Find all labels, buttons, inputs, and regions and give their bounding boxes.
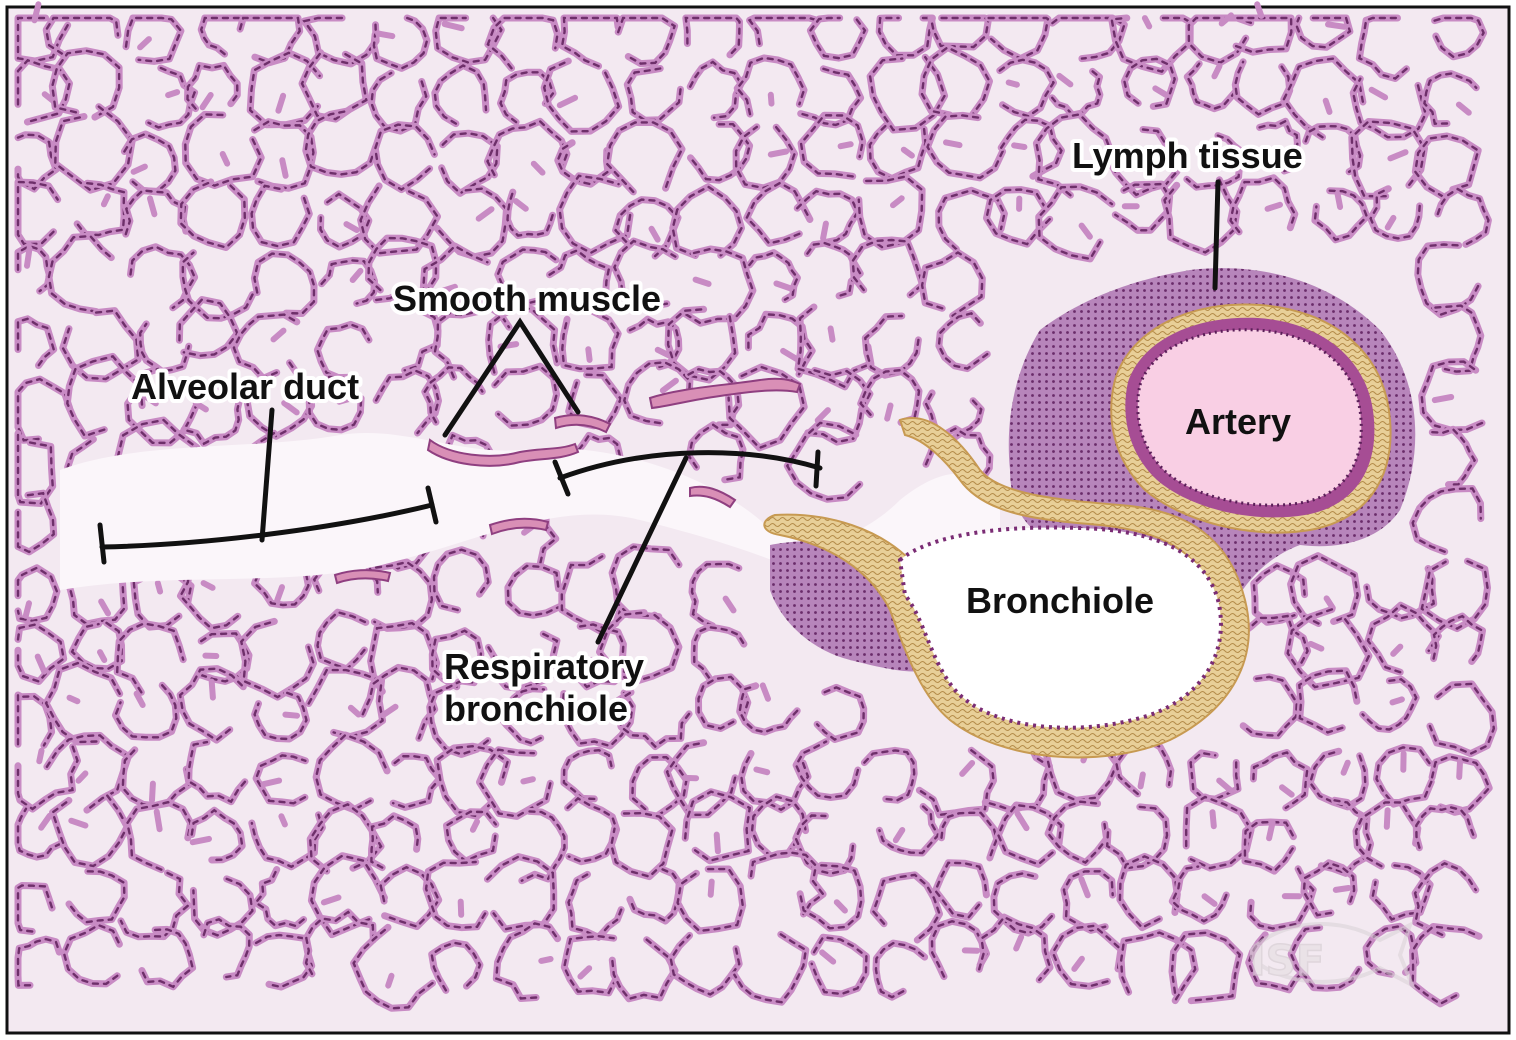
alveolar-septum-spur [1268, 205, 1280, 209]
label-bronchiole: Bronchiole [966, 580, 1154, 621]
alveolar-septum-spur [168, 92, 177, 95]
alveolar-septum-spur [823, 224, 826, 239]
alveolar-septum-spur [1435, 397, 1451, 400]
lymph-tissue-leader [1215, 182, 1218, 288]
alveolar-septum-spur [771, 152, 786, 155]
alveolar-septum-spur [1014, 145, 1024, 147]
alveolar-septum-spur [26, 603, 29, 616]
alveolar-septum-spur [27, 249, 30, 266]
alveolar-septum-spur [281, 816, 285, 824]
alveolar-septum-spur [1387, 810, 1388, 827]
alveolar-septum-spur [946, 142, 960, 145]
alveolar-septum-spur [461, 902, 462, 915]
alveolar-septum-spur [756, 770, 767, 773]
alveolar-septum-spur [388, 976, 391, 986]
alveolar-septum-spur [193, 839, 209, 842]
alveolar-septum-spur [158, 583, 160, 591]
alveolar-septum-spur [1269, 822, 1273, 838]
alveolar-septum-spur [263, 781, 279, 785]
alveolar-septum-spur [223, 154, 228, 164]
alveolar-septum-spur [473, 822, 477, 830]
alveolar-septum-spur [35, 4, 39, 20]
alveolar-septum-spur [696, 280, 709, 284]
alveolar-septum-spur [1344, 763, 1348, 773]
alveolar-septum-spur [887, 406, 890, 419]
alveolar-septum-spur [841, 144, 851, 146]
alveolar-septum-spur [1336, 888, 1349, 890]
label-respiratory-bronchiole-line1: Respiratory [444, 646, 644, 687]
label-artery: Artery [1185, 401, 1291, 442]
alveolar-septum-spur [771, 95, 772, 104]
label-lymph-tissue: Lymph tissue [1072, 135, 1303, 176]
alveolar-septum-spur [523, 779, 533, 781]
alveolar-septum-spur [100, 652, 104, 660]
alveolar-septum-spur [282, 160, 285, 176]
alveolar-septum-spur [70, 698, 78, 702]
alveolar-septum-spur [285, 715, 297, 716]
label-smooth-muscle: Smooth muscle [393, 278, 661, 319]
alveolar-septum-spur [541, 959, 550, 961]
alveolar-septum-spur [588, 349, 589, 360]
alveolar-septum-spur [711, 882, 712, 895]
alveolar-septum-spur [1213, 812, 1214, 826]
label-respiratory-bronchiole-line2: bronchiole [444, 688, 628, 729]
watermark-text: ISF [1250, 936, 1325, 985]
alveolar-septum-spur [1459, 762, 1460, 777]
alveolar-septum-spur [204, 583, 213, 588]
label-alveolar-duct: Alveolar duct [131, 366, 359, 407]
alveolar-septum-spur [150, 198, 154, 214]
alveolar-septum-spur [212, 682, 213, 698]
alveolar-septum-spur [1145, 18, 1149, 26]
alveolar-septum-spur [1141, 775, 1143, 787]
alveolar-septum-spur [1257, 4, 1261, 16]
alveolar-septum-spur [1328, 24, 1344, 26]
alveolar-septum-spur [157, 812, 160, 830]
alveolar-septum-spur [39, 751, 41, 762]
alveolar-septum-spur [1393, 699, 1402, 702]
alveolar-septum-spur [152, 784, 153, 801]
alveolar-septum-spur [1338, 194, 1341, 207]
alveolar-septum-spur [1009, 83, 1017, 85]
alveolar-septum-spur [378, 34, 392, 37]
alveolar-septum-spur [104, 196, 108, 204]
respiratory-bronchiole-bracket-end-right [816, 452, 818, 486]
alveolar-septum-spur [1326, 101, 1330, 112]
alveolar-septum-spur [717, 835, 718, 852]
alveolar-septum-spur [445, 24, 462, 28]
alveolar-septum-spur [831, 329, 833, 340]
